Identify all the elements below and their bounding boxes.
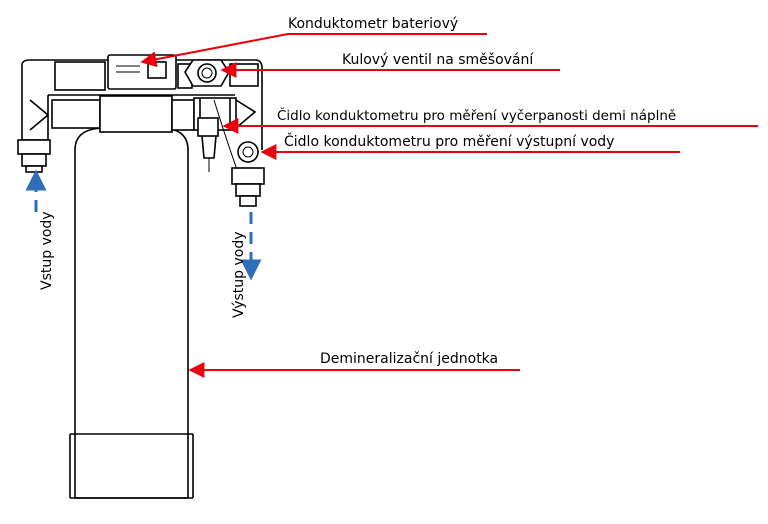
label-demineralization-unit: Demineralizační jednotka (320, 351, 498, 367)
label-water-outlet: Výstup vody (231, 231, 247, 318)
label-sensor-depletion: Čidlo konduktometru pro měření vyčerpano… (277, 106, 676, 124)
label-sensor-output: Čidlo konduktometru pro měření výstupní … (284, 132, 614, 150)
label-battery-conductometer: Konduktometr bateriový (288, 16, 458, 32)
callout-battery-conductometer (140, 33, 487, 68)
demineralization-tank (69, 127, 194, 499)
label-ball-valve: Kulový ventil na směšování (342, 52, 534, 68)
label-water-inlet: Vstup vody (39, 211, 55, 290)
manifold-assembly (17, 54, 265, 207)
